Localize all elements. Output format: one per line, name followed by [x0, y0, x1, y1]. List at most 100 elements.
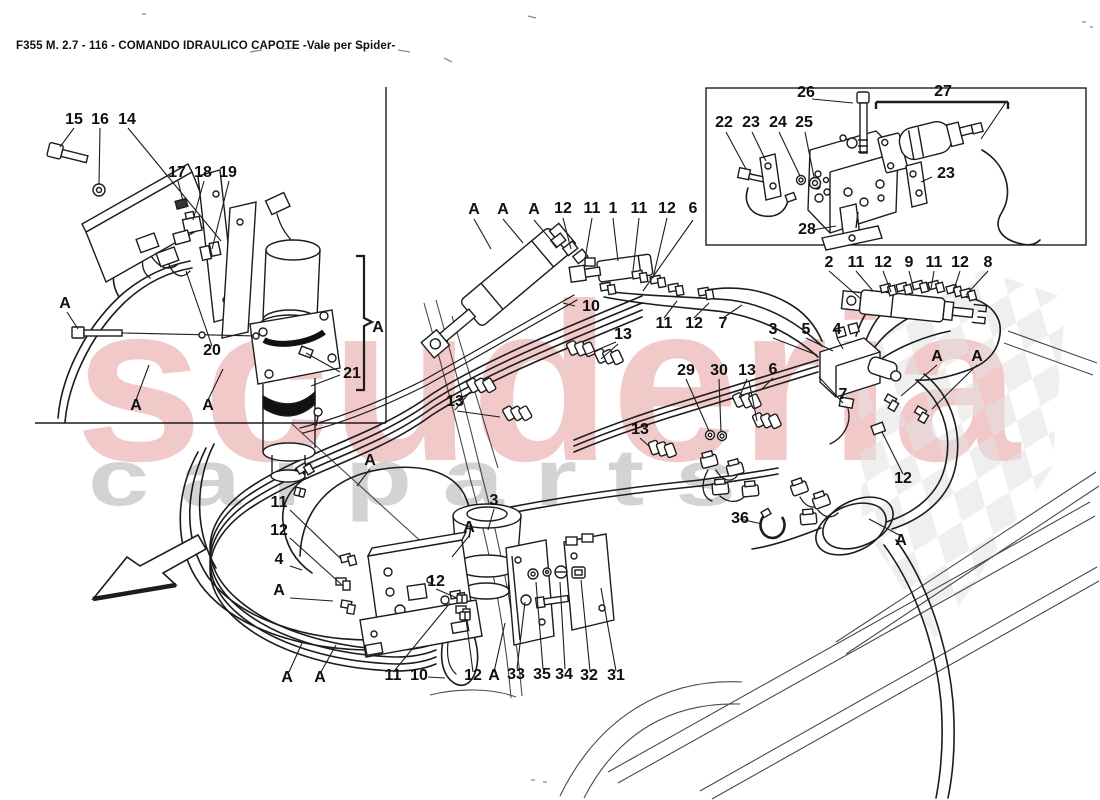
- callout-label: 4: [833, 321, 842, 338]
- solenoid-valve-5: [819, 321, 931, 436]
- callout-label: 19: [219, 164, 237, 181]
- plate-23b: [905, 161, 928, 208]
- callout-label: 6: [769, 361, 778, 378]
- callout-label: 10: [410, 667, 428, 684]
- callout-label: A: [497, 201, 509, 218]
- callout-label: 34: [555, 666, 573, 683]
- foot-bracket-28: [821, 203, 883, 251]
- callout-label: 32: [580, 667, 598, 684]
- callout-label: 7: [719, 315, 728, 332]
- callout-label: 12: [270, 522, 288, 539]
- top-left-inset-border: [35, 87, 387, 424]
- cylinder-1: [420, 222, 596, 359]
- callout-label: 12: [685, 315, 703, 332]
- callout-label: 31: [607, 667, 625, 684]
- hose-clamp-36: [759, 507, 786, 540]
- callout-label: A: [528, 201, 540, 218]
- callout-label: 11: [848, 254, 865, 271]
- callout-label: 10: [582, 298, 600, 315]
- callout-label: 11: [271, 494, 288, 511]
- callout-label: 12: [554, 200, 572, 217]
- callout-label: 8: [984, 254, 993, 271]
- clips-and-connectors: [465, 333, 832, 540]
- direction-arrow: [91, 533, 208, 602]
- leader-lines: [59, 98, 1007, 679]
- callout-label: 2: [825, 254, 834, 271]
- callout-label: 11: [656, 315, 673, 332]
- mounting-plates: [505, 533, 615, 646]
- callout-label: 27: [934, 83, 952, 100]
- callout-label: 20: [203, 342, 221, 359]
- callout-label: 3: [769, 321, 778, 338]
- watermark-subword: c a r p a r t s: [88, 433, 736, 522]
- range-bracket-27: [874, 100, 1010, 109]
- callout-label: 9: [905, 254, 914, 271]
- callout-label: A: [364, 452, 376, 469]
- callout-label: 15: [65, 111, 83, 128]
- callout-label: 12: [464, 667, 482, 684]
- callout-label: 35: [533, 666, 551, 683]
- callout-label: 3: [490, 492, 499, 509]
- callout-label: 13: [614, 326, 632, 343]
- callout-label: 12: [951, 254, 969, 271]
- cylinder-9: [840, 278, 988, 325]
- callout-label: 7: [839, 386, 848, 403]
- callout-label: 13: [738, 362, 756, 379]
- inset-borders: [35, 87, 1087, 424]
- callout-label: 21: [343, 365, 361, 382]
- bottom-pump-assembly: [293, 460, 522, 658]
- callout-label: 24: [769, 114, 787, 131]
- inset-valve-assembly: [736, 91, 1010, 251]
- clip-17: [174, 197, 189, 211]
- callout-label: 12: [874, 254, 892, 271]
- relay-18: [181, 210, 203, 235]
- callout-label: 13: [446, 393, 464, 410]
- callout-label: 12: [658, 200, 676, 217]
- callout-label: 1: [609, 200, 618, 217]
- callout-label: A: [931, 348, 943, 365]
- callout-label: 12: [894, 470, 912, 487]
- callout-label: A: [971, 348, 983, 365]
- callout-label: 17: [168, 164, 186, 181]
- callout-label: A: [895, 532, 907, 549]
- callout-label: 18: [194, 164, 212, 181]
- bolt-A: [71, 326, 260, 340]
- pump-block: [249, 309, 341, 385]
- callout-label: A: [463, 519, 475, 536]
- slave-cylinder: [568, 253, 715, 302]
- callout-label: A: [372, 319, 384, 336]
- callout-label: 25: [795, 114, 813, 131]
- callout-label: A: [59, 295, 71, 312]
- top-right-inset-border: [705, 87, 1087, 246]
- callout-label: 26: [797, 84, 815, 101]
- callout-label: 22: [715, 114, 733, 131]
- print-noise: [142, 13, 1093, 783]
- motor-27: [877, 121, 984, 174]
- callout-label: 11: [926, 254, 943, 271]
- page-title: F355 M. 2.7 - 116 - COMANDO IDRAULICO CA…: [16, 40, 396, 52]
- callout-label: A: [281, 669, 293, 686]
- callout-label: 12: [427, 573, 445, 590]
- callout-label: 23: [742, 114, 760, 131]
- bolt-26: [856, 91, 870, 154]
- callout-label: 6: [689, 200, 698, 217]
- callout-label: 11: [385, 667, 402, 684]
- callout-label: 33: [507, 666, 525, 683]
- callout-label: A: [314, 669, 326, 686]
- callout-label: 11: [631, 200, 648, 217]
- bolt-15: [46, 142, 89, 164]
- car-body-lines: [142, 13, 1100, 800]
- callout-label: 36: [731, 510, 749, 527]
- callout-label: 23: [937, 165, 955, 182]
- top-left-pump-assembly: [46, 142, 375, 483]
- bracket-A: [356, 254, 375, 392]
- callout-label: A: [202, 397, 214, 414]
- callout-label: A: [468, 201, 480, 218]
- components: [46, 91, 1010, 658]
- callout-label: 5: [802, 321, 811, 338]
- callout-label: 11: [584, 200, 601, 217]
- callout-label: 14: [118, 111, 136, 128]
- callout-label: 29: [677, 362, 695, 379]
- callout-label: A: [273, 582, 285, 599]
